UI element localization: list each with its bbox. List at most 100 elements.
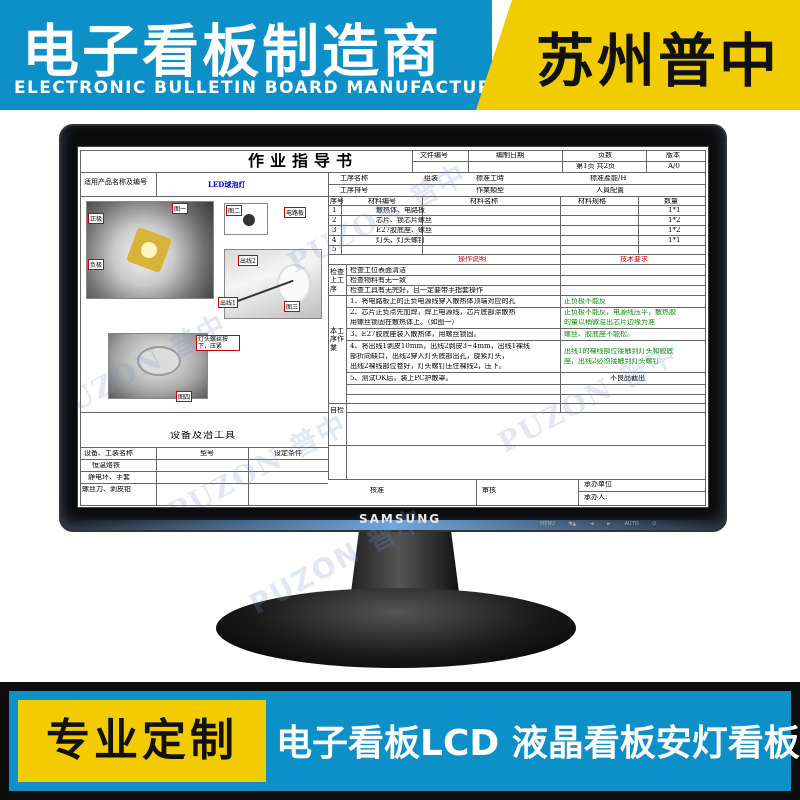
version-value: A/0	[668, 163, 680, 170]
callout-figure-1: 图一	[172, 203, 189, 214]
product-name: LED球泡灯	[208, 181, 246, 188]
material-row-3-name: E27胶底座、螺丝	[376, 227, 433, 234]
photo-led-board	[86, 201, 214, 299]
process-name-value: 组装	[424, 175, 438, 182]
brand-name: 苏州普中	[535, 27, 780, 95]
materials-header-qty: 数量	[664, 198, 678, 205]
step-4b: 部折向缺口，出线2穿入灯头底部出孔，旋紧灯头，	[350, 353, 509, 360]
equipment-header-setting: 设定条件	[274, 450, 302, 457]
samsung-logo: SAMSUNG	[359, 512, 442, 526]
material-row-2-no: 2	[332, 217, 337, 224]
header-label-pages: 页数	[598, 152, 612, 159]
step-2: 2、芯片正负点先加焊，焊上电源线，芯片底部涂散热	[350, 309, 516, 316]
step-2b: 用螺丝锁固在散热体上。（如图一）	[350, 319, 459, 326]
callout-figure-4: 图四	[176, 391, 193, 402]
work-type-label: 作業類型	[476, 187, 504, 194]
monitor-stand-base	[216, 588, 576, 668]
approve-label: 核准	[370, 487, 384, 494]
document-title: 作业指导书	[248, 153, 359, 169]
material-row-2-qty: 1*2	[668, 217, 681, 224]
review-label: 审核	[482, 487, 496, 494]
step-1: 1、将电路板上的正负电源线穿入散热体顶端对应的孔	[350, 298, 516, 305]
header-label-doc-no: 文件编号	[420, 152, 448, 159]
callout-screw-press: 灯头螺丝按下，压紧	[196, 335, 240, 352]
monitor-bezel-glow	[70, 520, 720, 530]
bottom-banner: 专业定制 电子看板 LCD 液晶看板 安灯看板	[0, 682, 800, 800]
step-3: 3、E27胶底座装入散热体，用螺丝锁固。	[350, 331, 481, 338]
upstream-check-1: 检查工位表面清洁	[350, 267, 406, 274]
equipment-item-2: 静电环、手套	[88, 474, 130, 481]
this-process-label: 本工序作業	[330, 327, 344, 352]
std-hours-label: 標准工時	[476, 175, 504, 182]
callout-negative: 负极	[88, 259, 105, 270]
photo-wiring	[224, 249, 322, 319]
product-label: 适用产品名称及编号	[84, 178, 147, 186]
banner-subtitle: ELECTRONIC BULLETIN BOARD MANUFACTURER	[14, 78, 492, 98]
callout-wire-1: 出线1	[218, 297, 238, 308]
material-row-3-no: 3	[332, 227, 337, 234]
material-row-4-name: 灯头、灯头螺钉	[376, 237, 425, 244]
upstream-check-2: 检查物料有无一致	[350, 277, 406, 284]
bottom-item-3: 安灯看板	[655, 723, 800, 764]
defect-label: 不良品截出	[610, 375, 645, 382]
tech-req-3: 螺丝、胶底座不能松。	[564, 331, 634, 338]
maker-label: 承办单位	[584, 481, 612, 488]
equipment-title: 设备及治工具	[170, 431, 236, 441]
upstream-check-label: 检查上工序	[330, 268, 344, 293]
process-name-label: 工序名称	[340, 175, 368, 182]
tech-req-1: 正负极不能反	[564, 298, 606, 305]
callout-circuit-board: 电路板	[284, 207, 307, 218]
materials-header-spec: 材料规格	[578, 198, 606, 205]
material-row-1-no: 1	[332, 207, 337, 214]
material-row-3-qty: 1*2	[668, 227, 681, 234]
material-row-5-no: 5	[332, 246, 337, 253]
bottom-highlight: 专业定制	[18, 700, 266, 782]
tech-req-2: 正负极不能反，电源线压平，散热胶	[564, 309, 676, 316]
staffing-label: 人員配置	[596, 187, 624, 194]
callout-positive: 正极	[88, 213, 105, 224]
watermark-4: PUZON 普中	[162, 407, 353, 508]
header-label-date: 编制日期	[496, 152, 524, 159]
top-banner-brand-block: 苏州普中	[476, 0, 800, 110]
equipment-item-3: 螺丝刀、剥皮钳	[82, 486, 131, 493]
material-row-1-name: 散热体、电路板	[376, 207, 425, 214]
step-4: 4、将出线1剥皮10mm，出线2剥皮3~4mm，出线1裸线	[350, 343, 531, 350]
tech-req-4: 出线1的裸线部位接触到灯头和胶底	[564, 348, 674, 355]
bottom-product-list: 电子看板 LCD 液晶看板 安灯看板	[276, 704, 800, 776]
callout-figure-2: 图二	[226, 205, 243, 216]
op-desc-label: 操作说明	[458, 256, 486, 263]
materials-header-no: 序号	[330, 198, 344, 205]
callout-figure-3: 图三	[284, 301, 301, 312]
material-row-2-name: 芯片、锁芯片螺丝	[376, 217, 432, 224]
tech-req-label: 技术要求	[620, 256, 648, 263]
step-5: 5、测试OK后，装上PC护散罩。	[350, 375, 453, 382]
tech-req-4b: 座，出线2必须接触到灯头螺钉	[564, 358, 660, 365]
materials-header-code: 材料编号	[368, 198, 396, 205]
photo-lamp-cap	[108, 333, 208, 399]
std-capacity-label: 標准產能/H	[590, 175, 627, 182]
materials-header-name: 材料名称	[470, 198, 498, 205]
process-no-label: 工序排号	[340, 187, 368, 194]
self-check-label: 自检	[330, 407, 344, 414]
work-instruction-document: 作业指导书 文件编号 编制日期 页数 版本 第1页 共2页 A/0 适用产品名称…	[78, 147, 708, 508]
step-4c: 出线2裸线部位卷好，灯头螺钉压住裸线2，压下。	[350, 363, 506, 370]
equipment-item-1: 恒温烙铁	[92, 462, 120, 469]
maker-person-label: 承办人:	[584, 494, 608, 501]
material-row-4-no: 4	[332, 237, 337, 244]
top-banner-title-block: 电子看板制造商 ELECTRONIC BULLETIN BOARD MANUFA…	[0, 0, 492, 110]
header-label-version: 版本	[666, 152, 680, 159]
material-row-4-qty: 1*1	[668, 237, 681, 244]
material-row-1-qty: 1*1	[668, 207, 681, 214]
banner-title: 电子看板制造商	[22, 19, 442, 85]
monitor-screen: 作业指导书 文件编号 编制日期 页数 版本 第1页 共2页 A/0 适用产品名称…	[77, 146, 709, 508]
equipment-header-name: 设备、工装名称	[84, 450, 133, 457]
page-info: 第1页 共2页	[576, 163, 616, 170]
callout-wire-2: 出线2	[238, 255, 258, 266]
equipment-header-model: 型号	[200, 450, 214, 457]
upstream-check-3: 检查工具有无完好，且一定要带手指套操作	[350, 287, 483, 294]
bottom-item-1: 电子看板	[276, 723, 421, 764]
bottom-item-2: LCD 液晶看板	[420, 723, 656, 764]
monitor-control-buttons: MENU ▼▲ ◄ ► AUTO ⏻	[540, 521, 657, 527]
tech-req-2b: 的量以稍微溢出芯片边缘为准	[564, 319, 655, 326]
